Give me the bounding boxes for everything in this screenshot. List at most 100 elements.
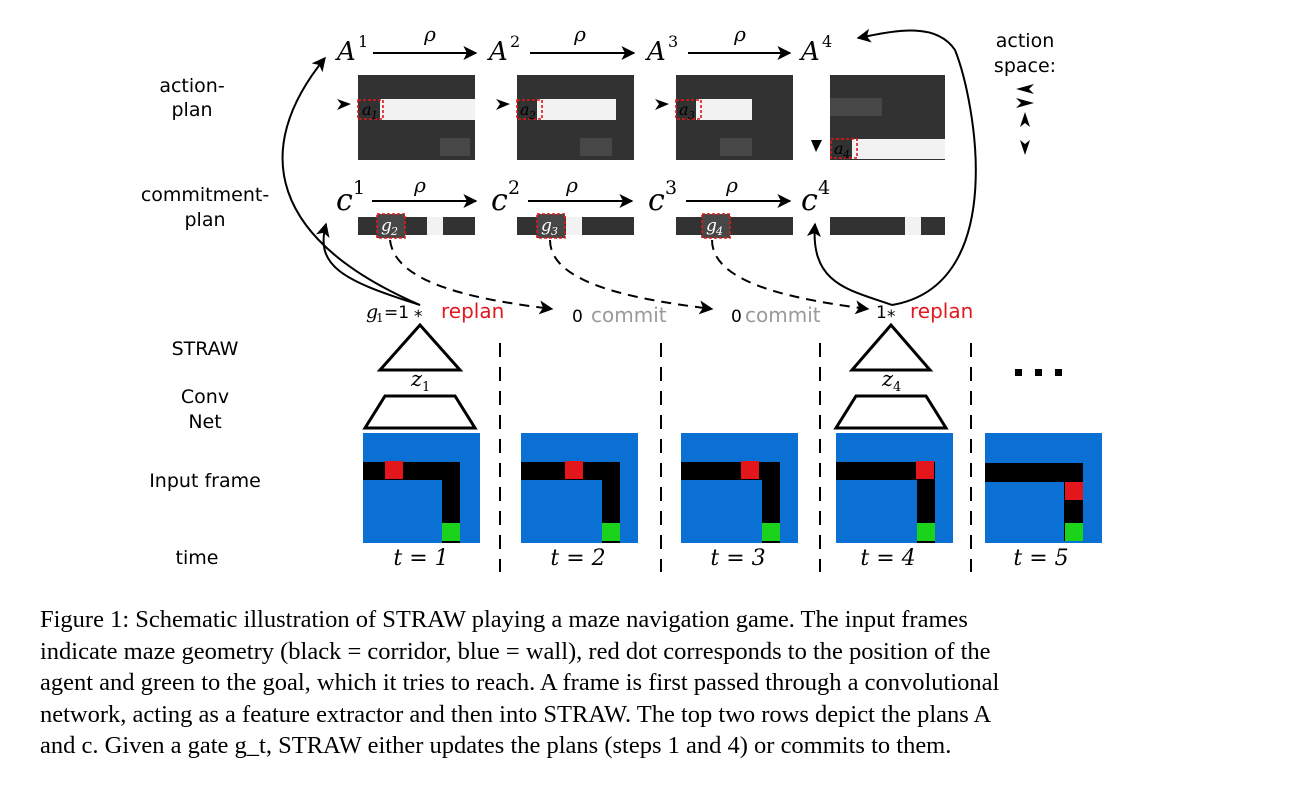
pointer-arrow-4 <box>811 140 822 152</box>
gate-step-2: 0 commit <box>572 303 667 327</box>
svg-text:A: A <box>799 37 820 67</box>
action-space-label-line2: space: <box>994 55 1056 77</box>
time-step-2: t = 2 <box>550 546 605 571</box>
commitment-plan-head-4: c 4 <box>801 177 830 218</box>
replan-label-1: replan <box>441 299 504 323</box>
commitment-plan-bar-2: g 3 <box>517 213 634 239</box>
rho-label-commit-1: ρ <box>413 173 426 197</box>
svg-text:3: 3 <box>688 109 695 122</box>
svg-text:z: z <box>881 367 894 391</box>
svg-text:g: g <box>366 301 378 323</box>
svg-text:2: 2 <box>510 32 520 51</box>
caption-line-2: indicate maze geometry (black = corridor… <box>40 637 991 665</box>
svg-text:2: 2 <box>390 225 398 238</box>
pointer-arrow-2 <box>496 99 510 110</box>
svg-text:g: g <box>381 216 392 236</box>
gate-dashed-arrow-3 <box>711 239 870 315</box>
action-plan-head-4: A 4 <box>799 32 832 67</box>
goal-marker-1 <box>442 523 460 541</box>
time-label: time <box>176 547 219 569</box>
commit-label-2: commit <box>591 303 667 327</box>
svg-text:z: z <box>410 367 423 391</box>
svg-text:a: a <box>679 100 689 119</box>
svg-text:0: 0 <box>731 307 742 327</box>
agent-marker-3 <box>741 461 759 479</box>
goal-marker-4 <box>917 523 935 541</box>
agent-marker-5 <box>1065 482 1083 500</box>
goal-marker-3 <box>762 523 780 541</box>
time-step-5: t = 5 <box>1013 546 1068 571</box>
action-plan-matrix-3: a 3 <box>675 75 793 160</box>
action-plan-matrix-2: a 2 <box>516 75 634 160</box>
svg-text:4: 4 <box>893 380 901 395</box>
input-frame-4 <box>836 433 953 543</box>
commit-label-3: commit <box>745 303 821 327</box>
commitment-plan-label-line1: commitment- <box>141 184 269 206</box>
action-plan-head-2: A 2 <box>487 32 520 67</box>
svg-text:c: c <box>801 183 818 218</box>
gate-step-1: g 1 =1 * replan <box>366 299 504 327</box>
svg-text:1: 1 <box>358 32 368 51</box>
pointer-arrow-1 <box>337 99 351 110</box>
commitment-plan-bar-4 <box>830 217 945 235</box>
input-frame-2 <box>521 433 638 543</box>
goal-marker-5 <box>1065 523 1083 541</box>
svg-text:a: a <box>520 100 530 119</box>
figure-caption: Figure 1: Schematic illustration of STRA… <box>40 604 1295 762</box>
convnet-trapezoid-1 <box>362 394 478 430</box>
straw-label: STRAW <box>172 338 239 360</box>
time-step-4: t = 4 <box>860 546 915 571</box>
svg-text:0: 0 <box>572 307 583 327</box>
action-space-label-line1: action <box>996 30 1054 52</box>
svg-text:*: * <box>414 307 423 327</box>
latent-z1: z 1 <box>410 367 430 395</box>
svg-text:A: A <box>645 37 666 67</box>
latent-z4: z 4 <box>881 367 901 395</box>
commitment-plan-bar-3: g 4 <box>676 213 793 239</box>
commitment-plan-bar-1: g 2 <box>358 213 475 239</box>
gate-dashed-arrow-1 <box>389 239 554 315</box>
svg-text:4: 4 <box>822 32 832 51</box>
input-frame-1 <box>363 433 480 543</box>
svg-text:1: 1 <box>353 177 365 199</box>
svg-text:a: a <box>834 139 844 158</box>
svg-text:c: c <box>648 183 665 218</box>
action-plan-matrix-1: a 1 <box>357 75 475 160</box>
gate-dashed-arrow-2 <box>549 239 714 315</box>
svg-text:a: a <box>362 100 372 119</box>
caption-line-4: network, acting as a feature extractor a… <box>40 700 992 728</box>
replan-arrow-to-commitment-plan-4 <box>807 222 893 306</box>
svg-text:1: 1 <box>876 303 887 323</box>
convnet-trapezoid-4 <box>833 394 949 430</box>
svg-text:3: 3 <box>551 225 558 238</box>
straw-module-triangle-4 <box>848 322 934 372</box>
svg-text:=1: =1 <box>384 303 409 323</box>
svg-text:2: 2 <box>508 177 520 199</box>
caption-line-3: agent and green to the goal, which it tr… <box>40 669 1000 696</box>
svg-text:A: A <box>335 37 356 67</box>
convnet-label-line1: Conv <box>181 386 229 408</box>
svg-text:c: c <box>491 183 508 218</box>
commitment-plan-head-1: c 1 <box>336 177 365 218</box>
svg-text:4: 4 <box>842 148 850 161</box>
svg-text:4: 4 <box>715 225 723 238</box>
svg-text:g: g <box>541 216 552 236</box>
svg-text:3: 3 <box>668 32 678 51</box>
svg-text:3: 3 <box>665 177 677 199</box>
svg-text:2: 2 <box>528 109 536 122</box>
input-frame-5 <box>985 433 1102 543</box>
convnet-label-line2: Net <box>188 411 221 433</box>
action-plan-matrix-4: a 4 <box>830 75 945 161</box>
arrow-right-icon <box>1016 98 1034 108</box>
svg-text:1: 1 <box>376 311 384 325</box>
arrow-left-icon <box>1016 84 1034 94</box>
action-plan-head-1: A 1 <box>335 32 368 67</box>
rho-label-commit-3: ρ <box>725 173 738 197</box>
replan-arrow-to-commitment-plan-1 <box>315 222 421 306</box>
commitment-plan-label-line2: plan <box>184 209 225 231</box>
caption-line-5: and c. Given a gate g_t, STRAW either up… <box>40 732 952 759</box>
svg-text:c: c <box>336 183 353 218</box>
caption-line-1: Figure 1: Schematic illustration of STRA… <box>40 606 968 633</box>
gate-step-3: 0 commit <box>731 303 821 327</box>
